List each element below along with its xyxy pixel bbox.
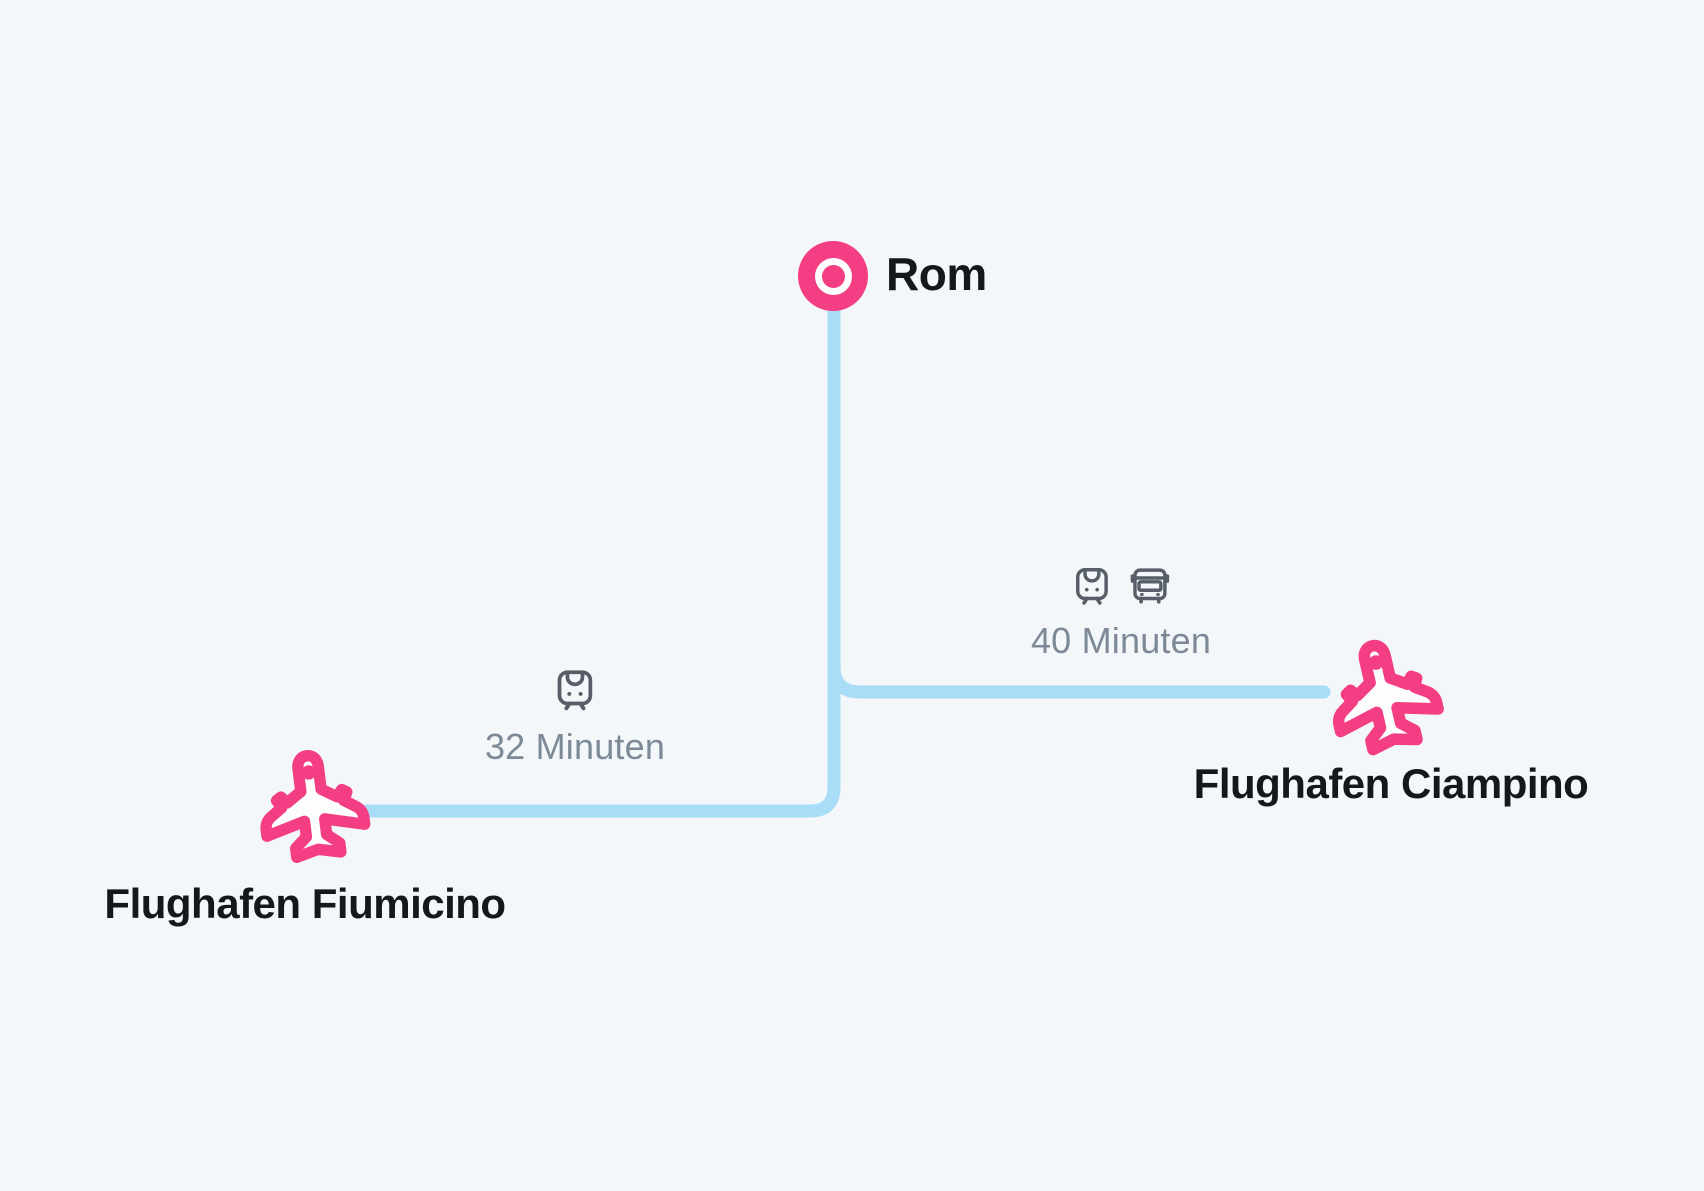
route-info-fiumicino: 32 Minuten (485, 666, 665, 768)
airplane-icon (260, 750, 371, 864)
duration-label: 32 Minuten (484, 726, 666, 767)
city-marker-ring (814, 257, 852, 295)
transport-icons (550, 666, 600, 716)
city-label: Rom (886, 247, 987, 300)
airport-label-ciampino: Flughafen Ciampino (1193, 760, 1589, 807)
city-marker-core (821, 264, 845, 288)
airport-label-fiumicino: Flughafen Fiumicino (104, 880, 506, 927)
duration-label: 40 Minuten (1030, 620, 1212, 661)
airplane-icon (1332, 639, 1444, 756)
city-marker (798, 241, 868, 311)
transport-icons (1069, 564, 1173, 610)
train-icon (557, 670, 593, 711)
route-line-ciampino (827, 659, 1331, 699)
train-icon (1076, 568, 1108, 605)
route-info-ciampino: 40 Minuten (1031, 564, 1211, 662)
bus-icon (1130, 568, 1170, 604)
